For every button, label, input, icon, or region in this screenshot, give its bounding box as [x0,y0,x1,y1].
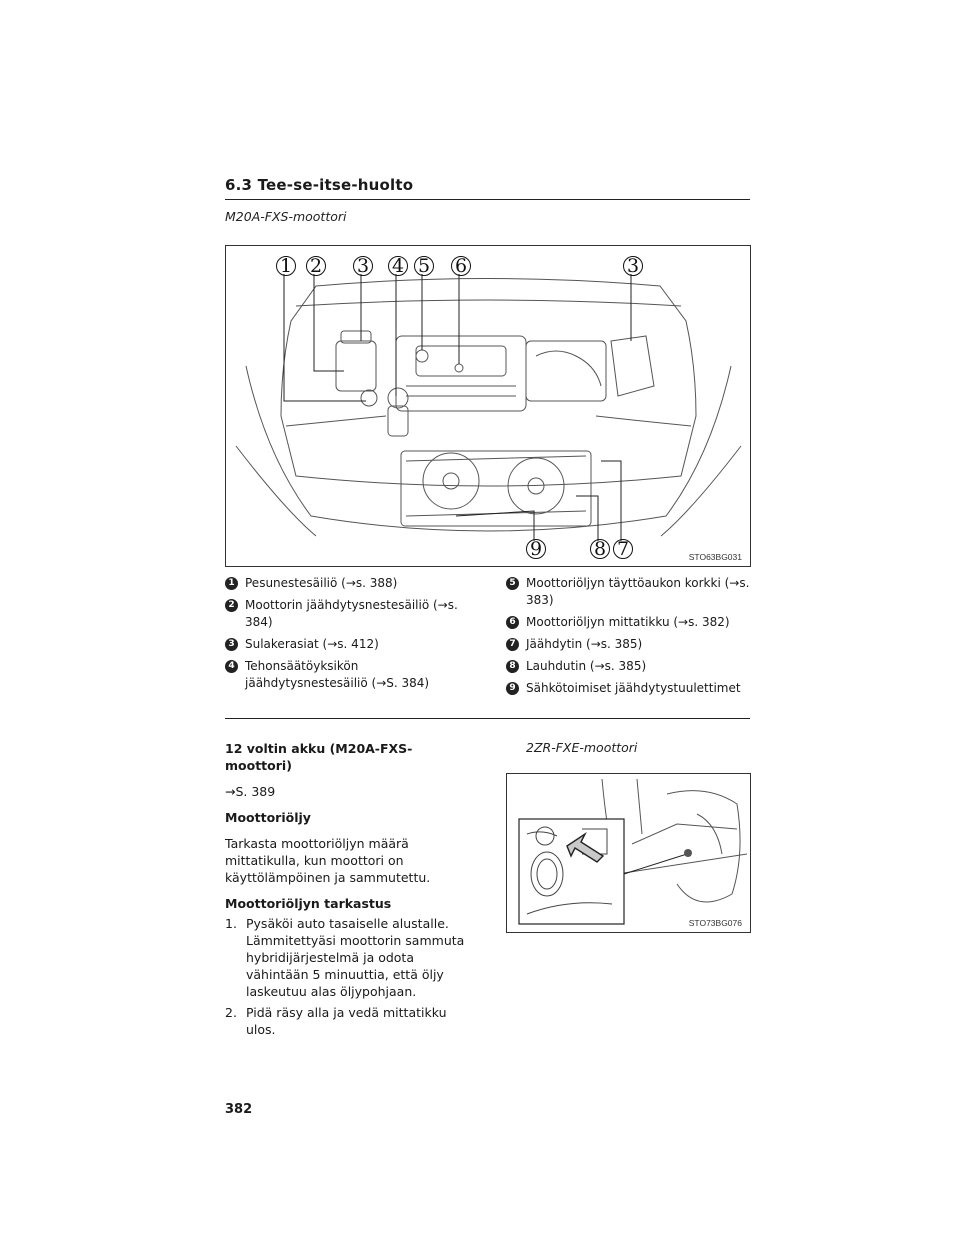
step-item: 2. Pidä räsy alla ja vedä mittatikku ulos… [225,1004,475,1038]
legend-number: 7 [506,638,519,651]
step-number: 1. [225,916,237,931]
figure2-code: STO73BG076 [688,918,742,928]
oil-heading: Moottoriöljy [225,810,311,825]
callout-9: 9 [526,539,546,559]
section-title: 6.3 Tee-se-itse-huolto [225,176,750,200]
engine-bay-illustration [235,274,742,541]
callout-1: 1 [276,256,296,276]
legend-number: 4 [225,660,238,673]
section-divider [225,718,750,719]
callout-2: 2 [306,256,326,276]
step-item: 1. Pysäköi auto tasaiselle alustalle. Läm… [225,915,475,1000]
legend-text: Jäähdytin (→s. 385) [526,637,643,651]
battery-reference: →S. 389 [225,784,276,799]
legend-left: 1 Pesunestesäiliö (→s. 388) 2 Moottorin jä… [225,575,480,697]
callout-3: 3 [353,256,373,276]
legend-right: 5 Moottoriöljyn täyttöaukon korkki (→s. 3… [506,575,750,702]
legend-number: 8 [506,660,519,673]
legend-text: Moottoriöljyn täyttöaukon korkki (→s. 38… [526,576,750,607]
battery-heading: 12 voltin akku (M20A-FXS-moottori) [225,741,413,773]
legend-item: 9 Sähkötoimiset jäähdytystuulettimet [506,680,750,697]
legend-item: 8 Lauhdutin (→s. 385) [506,658,750,675]
legend-text: Moottorin jäähdytysnestesäiliö (→s. 384) [245,598,458,629]
step-text: Pidä räsy alla ja vedä mittatikku ulos. [246,1005,447,1037]
step-number: 2. [225,1005,237,1020]
oil-body: Tarkasta moottoriöljyn määrä mittatikull… [225,836,431,885]
dipstick-figure: STO73BG076 [506,773,751,933]
callout-8: 8 [590,539,610,559]
legend-text: Sulakerasiat (→s. 412) [245,637,379,651]
engine-bay-figure: 1 2 3 4 5 6 3 9 8 7 STO63BG031 [225,245,751,567]
legend-text: Lauhdutin (→s. 385) [526,659,647,673]
callout-3b: 3 [623,256,643,276]
legend-number: 3 [225,638,238,651]
page-number: 382 [225,1102,253,1117]
legend-number: 6 [506,616,519,629]
oil-check-heading: Moottoriöljyn tarkastus [225,896,392,911]
callout-6: 6 [451,256,471,276]
legend-text: Pesunestesäiliö (→s. 388) [245,576,398,590]
callout-4: 4 [388,256,408,276]
legend-text: Moottoriöljyn mittatikku (→s. 382) [526,615,730,629]
legend-number: 2 [225,599,238,612]
legend-number: 9 [506,682,519,695]
legend-text: Sähkötoimiset jäähdytystuulettimet [526,681,741,695]
legend-item: 3 Sulakerasiat (→s. 412) [225,636,480,653]
legend-item: 7 Jäähdytin (→s. 385) [506,636,750,653]
legend-number: 1 [225,577,238,590]
figure1-subtitle: M20A-FXS-moottori [225,209,347,224]
figure1-code: STO63BG031 [688,552,742,562]
legend-item: 2 Moottorin jäähdytysnestesäiliö (→s. 384… [225,597,480,631]
legend-item: 4 Tehonsäätöyksikön jäähdytysnestesäiliö … [225,658,480,692]
figure2-subtitle: 2ZR-FXE-moottori [526,740,638,755]
legend-item: 6 Moottoriöljyn mittatikku (→s. 382) [506,614,750,631]
step-text: Pysäköi auto tasaiselle alustalle. Lämmi… [246,916,465,999]
legend-text: Tehonsäätöyksikön jäähdytysnestesäiliö (… [245,659,430,690]
left-column: 12 voltin akku (M20A-FXS-moottori) →S. 3… [225,740,475,1042]
legend-item: 5 Moottoriöljyn täyttöaukon korkki (→s. 3… [506,575,750,609]
callout-7: 7 [613,539,633,559]
callout-5: 5 [414,256,434,276]
dipstick-illustration [518,778,748,925]
legend-item: 1 Pesunestesäiliö (→s. 388) [225,575,480,592]
legend-number: 5 [506,577,519,590]
